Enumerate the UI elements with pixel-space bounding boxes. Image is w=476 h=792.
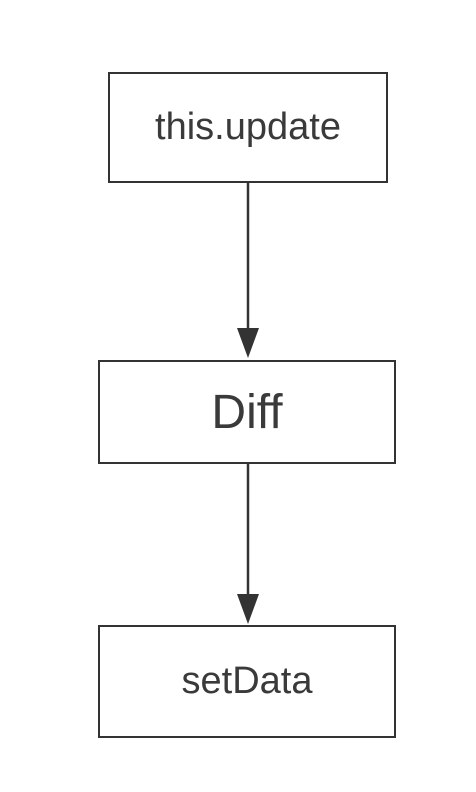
edge-diff-to-setdata xyxy=(237,464,259,624)
node-diff: Diff xyxy=(98,360,396,464)
node-label: this.update xyxy=(155,106,341,148)
arrowhead-icon xyxy=(237,328,259,358)
node-this-update: this.update xyxy=(108,72,388,183)
node-set-data: setData xyxy=(98,625,396,738)
arrowhead-icon xyxy=(237,594,259,624)
edge-update-to-diff xyxy=(237,183,259,358)
node-label: Diff xyxy=(211,385,283,439)
node-label: setData xyxy=(181,660,313,702)
